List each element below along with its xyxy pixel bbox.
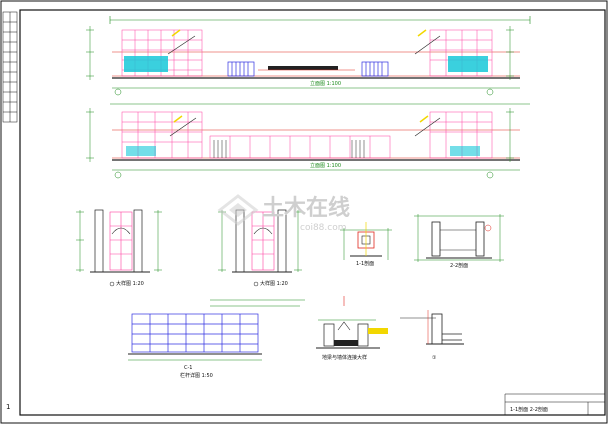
sheet-inner-frame [19,9,606,416]
detail-long-section [128,299,305,361]
section-1-1-caption: 1-1剖面 [356,261,375,267]
section-a-caption: 大样图 1:20 [116,281,144,287]
upper-elevation-caption: 立面图 1:100 [310,81,341,87]
title-block-line: 1-1剖面 2-2剖面 [510,407,548,413]
title-block [504,393,605,415]
detail-section-1-1 [340,222,392,260]
detail-edge [400,310,464,345]
detail-section-2-2 [414,214,504,262]
section-b-caption: 大样图 1:20 [260,281,288,287]
detail-section-a [76,209,162,287]
long-section-subcaption: 栏杆详图 1:50 [180,373,213,379]
sheet-number: 1 [6,403,11,411]
detail-pit [316,296,388,349]
watermark-text: 土木在线 [262,196,351,221]
watermark-logo [217,194,259,226]
lower-elevation-caption: 立面图 1:100 [310,163,341,169]
pit-detail-caption: 地梁与墙体连接大样 [322,355,368,361]
edge-detail-caption: ① [432,355,437,361]
watermark-url: coi88.com [300,223,347,233]
detail-section-b [218,209,302,287]
long-section-caption: C-1 [184,365,193,371]
lower-elevation [86,103,530,179]
upper-elevation [86,16,531,96]
section-2-2-caption: 2-2剖面 [450,263,469,269]
binding-strip [2,11,18,123]
